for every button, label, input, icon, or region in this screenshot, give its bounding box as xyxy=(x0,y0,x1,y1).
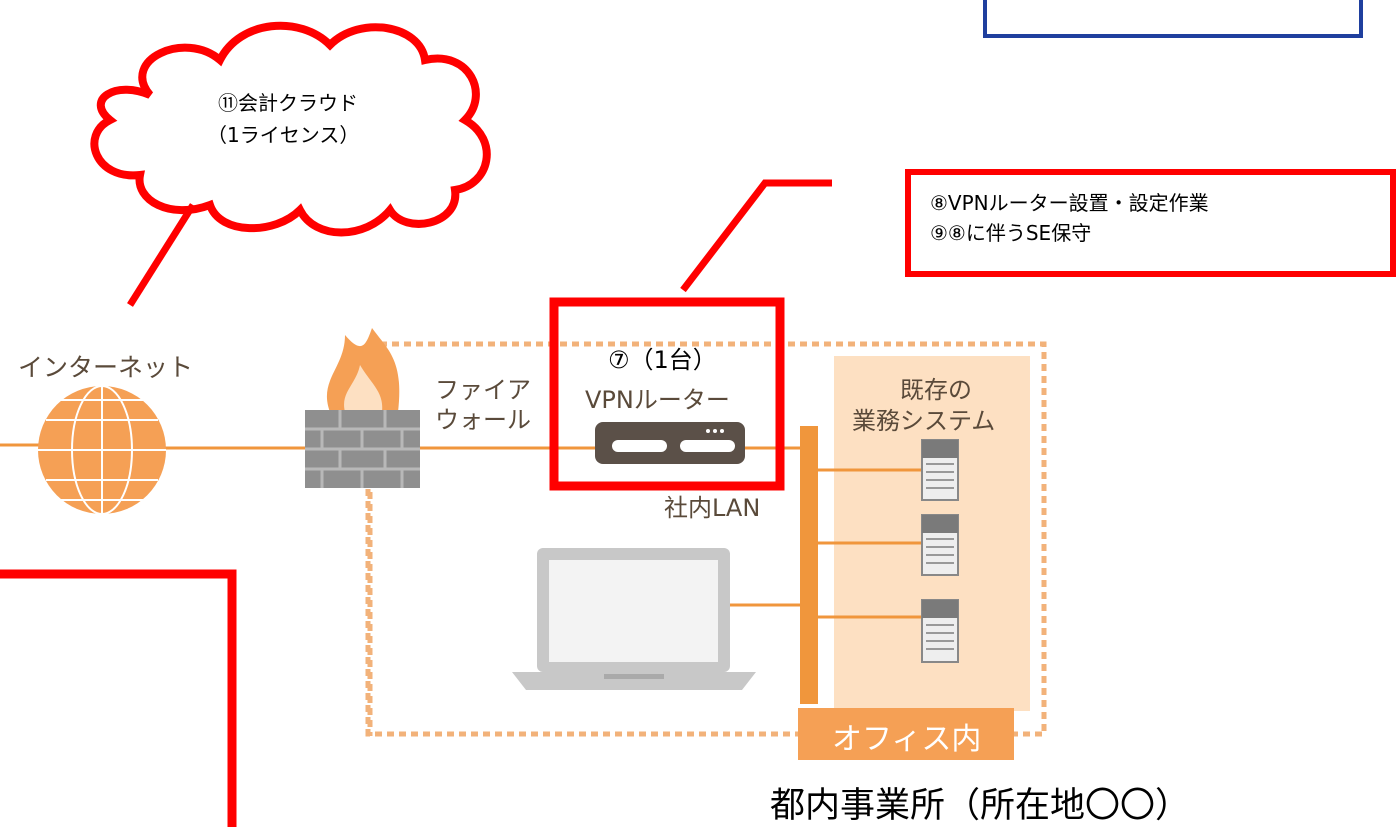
cloud-label-line2: （1ライセンス） xyxy=(207,123,360,147)
callout-connector xyxy=(680,179,832,293)
blue-frame-box xyxy=(983,0,1363,38)
router-highlight-box xyxy=(549,297,785,491)
laptop-icon xyxy=(512,548,756,690)
server-icon xyxy=(921,439,959,501)
existing-system-label-line1: 既存の xyxy=(900,376,972,404)
vpn-router-icon xyxy=(595,422,745,464)
internet-label: インターネット xyxy=(18,353,194,382)
callout-box xyxy=(905,169,1396,277)
existing-system-label-line2: 業務システム xyxy=(852,407,996,435)
cloud-connector xyxy=(127,203,196,307)
router-count-label: ⑦（1台） xyxy=(608,346,717,374)
cloud-shape xyxy=(90,21,491,237)
firewall-label-line2: ウォール xyxy=(435,406,531,434)
globe-icon xyxy=(38,385,166,515)
server-icon xyxy=(921,514,959,576)
cloud-label-line1: ⑪会計クラウド xyxy=(218,91,358,115)
firewall-label-line1: ファイア xyxy=(435,376,531,404)
office-label: オフィス内 xyxy=(832,722,982,757)
server-icon xyxy=(921,599,959,663)
callout-line1: ⑧VPNルーター設置・設定作業 xyxy=(930,191,1209,215)
office-boundary xyxy=(365,341,1047,737)
lan-bus xyxy=(800,426,818,704)
router-label: VPNルーター xyxy=(585,386,730,414)
office-tag xyxy=(798,708,1014,760)
lan-label: 社内LAN xyxy=(664,494,761,522)
callout-line2: ⑨⑧に伴うSE保守 xyxy=(930,221,1092,245)
site-label: 都内事業所（所在地〇〇） xyxy=(770,786,1191,826)
firewall-icon xyxy=(305,328,420,488)
red-bracket xyxy=(0,569,237,827)
